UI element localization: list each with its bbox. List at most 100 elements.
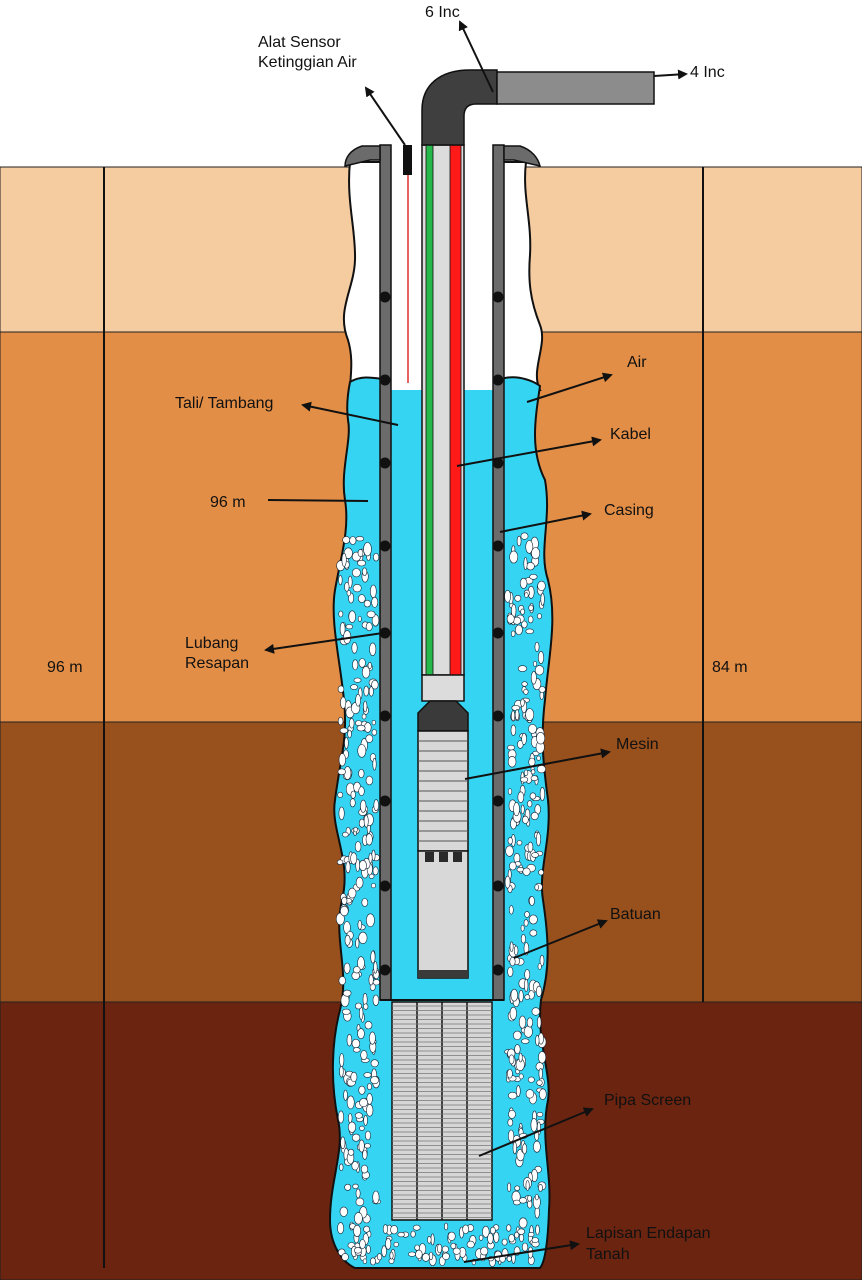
gravel-pebble xyxy=(353,966,361,974)
gravel-pebble xyxy=(507,744,515,751)
gravel-pebble xyxy=(369,642,377,656)
gravel-pebble xyxy=(529,573,538,580)
label-sensor-line2: Ketinggian Air xyxy=(258,54,357,71)
gravel-pebble xyxy=(507,837,513,845)
gravel-pebble xyxy=(339,1065,344,1078)
gravel-pebble xyxy=(373,799,379,812)
gravel-pebble xyxy=(536,764,546,774)
gravel-pebble xyxy=(376,1253,383,1261)
gravel-pebble xyxy=(521,732,527,745)
gravel-pebble xyxy=(338,574,343,586)
gravel-pebble xyxy=(344,934,351,946)
infiltration-hole xyxy=(379,880,391,892)
infiltration-hole xyxy=(379,710,391,722)
gravel-pebble xyxy=(508,1054,515,1065)
gravel-pebble xyxy=(515,624,523,636)
infiltration-hole xyxy=(492,457,504,469)
gravel-pebble xyxy=(349,798,356,808)
gravel-pebble xyxy=(373,961,378,974)
gravel-pebble xyxy=(507,755,517,768)
gravel-pebble xyxy=(337,716,344,726)
gravel-pebble xyxy=(530,769,536,775)
arrow-rock xyxy=(513,919,608,959)
gravel-pebble xyxy=(539,954,545,967)
gravel-pebble xyxy=(371,614,380,627)
arrow-screen xyxy=(478,1107,594,1157)
pump-head xyxy=(417,700,469,732)
gravel-pebble xyxy=(514,709,520,721)
gravel-pebble xyxy=(337,768,346,776)
gravel-pebble xyxy=(509,941,514,953)
gravel-pebble xyxy=(513,1030,522,1040)
gravel-pebble xyxy=(357,956,365,970)
gravel-pebble xyxy=(536,755,541,761)
line-96m xyxy=(267,499,369,502)
gravel-pebble xyxy=(363,1225,370,1233)
gravel-pebble xyxy=(520,608,525,615)
gravel-pebble xyxy=(372,994,380,1006)
gravel-pebble xyxy=(357,919,362,930)
gravel-pebble xyxy=(509,550,519,564)
gravel-pebble xyxy=(530,775,539,782)
gravel-pebble xyxy=(531,852,539,858)
gravel-pebble xyxy=(347,729,352,739)
gravel-pebble xyxy=(505,845,514,857)
gravel-pebble xyxy=(363,814,369,828)
label-depth-left: 96 m xyxy=(47,659,83,676)
gravel-pebble xyxy=(538,1088,547,1100)
gravel-pebble xyxy=(350,684,358,690)
gravel-pebble xyxy=(442,1252,450,1261)
arrow-6inc xyxy=(458,20,494,93)
gravel-pebble xyxy=(354,1212,363,1225)
gravel-pebble xyxy=(359,1098,368,1108)
gravel-pebble xyxy=(523,688,529,695)
gravel-pebble xyxy=(337,791,344,798)
gravel-pebble xyxy=(508,1233,515,1243)
gravel-pebble xyxy=(522,815,529,824)
infiltration-hole xyxy=(492,540,504,552)
gravel-pebble xyxy=(537,613,542,620)
gravel-pebble xyxy=(511,630,516,637)
gravel-pebble xyxy=(531,1237,539,1243)
gravel-pebble xyxy=(339,905,349,917)
gravel-pebble xyxy=(341,896,348,905)
gravel-pebble xyxy=(450,1242,457,1250)
gravel-pebble xyxy=(338,753,346,767)
gravel-pebble xyxy=(353,826,358,833)
gravel-pebble xyxy=(355,938,360,949)
gravel-pebble xyxy=(516,840,523,846)
gravel-pebble xyxy=(516,535,522,547)
gravel-pebble xyxy=(354,841,362,852)
gravel-pebble xyxy=(336,859,344,865)
infiltration-hole xyxy=(492,710,504,722)
gravel-pebble xyxy=(478,1234,484,1241)
gravel-pebble xyxy=(537,963,542,970)
gravel-pebble xyxy=(363,542,372,557)
gravel-pebble xyxy=(368,852,373,864)
gravel-pebble xyxy=(363,685,369,697)
gravel-pebble xyxy=(352,583,362,593)
gravel-pebble xyxy=(530,1118,538,1133)
gravel-pebbles xyxy=(335,532,547,1267)
gravel-pebble xyxy=(343,962,351,974)
label-depth-right: 84 m xyxy=(712,659,748,676)
gravel-pebble xyxy=(509,1006,517,1020)
gravel-pebble xyxy=(360,799,367,813)
gravel-pebble xyxy=(363,1003,369,1010)
pump-inlet-1 xyxy=(425,852,434,862)
casing-flange-right xyxy=(503,145,542,168)
gravel-pebble xyxy=(538,869,544,876)
gravel-pebble xyxy=(339,622,346,636)
gravel-pebble xyxy=(525,1180,530,1191)
gravel-pebble xyxy=(466,1240,475,1249)
arrow-sediment xyxy=(463,1240,580,1263)
gravel-pebble xyxy=(538,1068,543,1080)
gravel-pebble xyxy=(513,945,519,956)
gravel-pebble xyxy=(370,950,376,964)
gravel-pebble xyxy=(355,536,364,542)
gravel-pebble xyxy=(522,867,531,876)
gravel-pebble xyxy=(361,665,371,679)
gravel-pebble xyxy=(514,1231,520,1239)
gravel-pebble xyxy=(355,876,364,889)
